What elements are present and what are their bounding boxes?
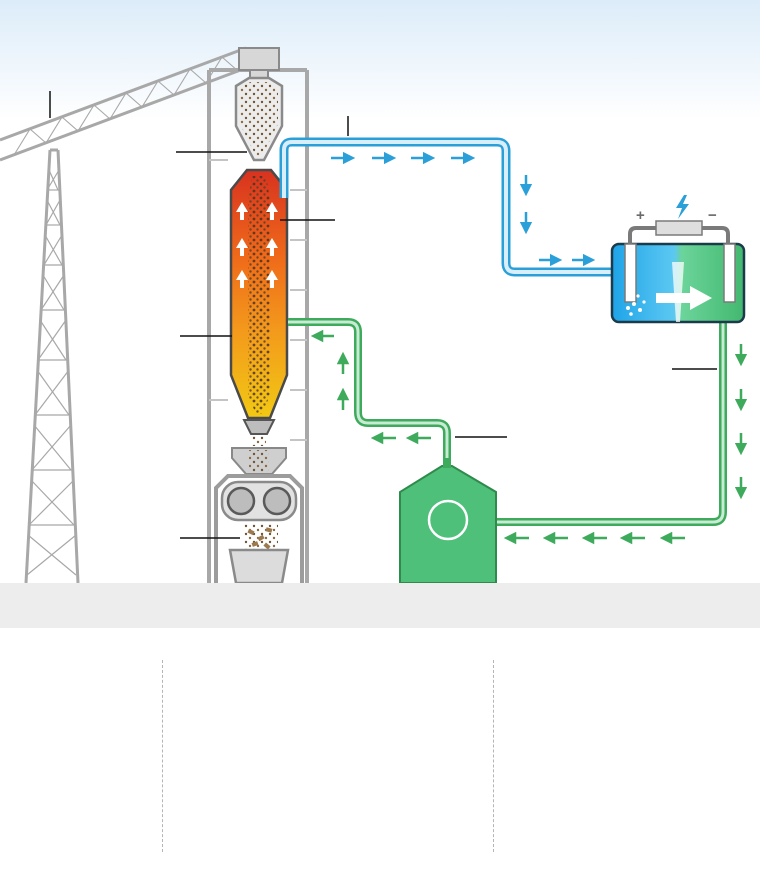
lightning-bolt-icon [676, 195, 689, 219]
reactor-outlet [242, 419, 276, 435]
steam-supply-pipe [496, 322, 727, 526]
conveyor-truss [0, 46, 247, 162]
up-arrow-icon [236, 202, 248, 220]
crusher-roller-right [262, 486, 292, 516]
product-bin [228, 548, 290, 585]
column-divider-left [162, 660, 163, 852]
boiler-porthole [427, 499, 469, 541]
up-arrow-icon [236, 270, 248, 288]
hydrogen-pipe-core [282, 140, 612, 274]
conveyor-tower [24, 148, 80, 584]
hopper-cap [238, 47, 280, 71]
electrolyzer-membrane [672, 262, 684, 322]
terminal-plus-label: + [636, 207, 645, 224]
steam-supply-pipe-core [496, 322, 725, 524]
boiler-neck [443, 458, 451, 468]
hopper-pellets [240, 82, 278, 156]
hydrogen-pipe [279, 137, 612, 277]
crusher-frame [214, 474, 304, 583]
hydrogen-flow-arrows [331, 151, 596, 267]
up-arrow-icon [266, 238, 278, 256]
terminal-minus-label: − [708, 207, 717, 224]
hydrogen-bubbles [626, 294, 646, 316]
steam-flow-arrows [310, 329, 748, 545]
legend-band [0, 583, 760, 628]
crusher-roller-left [226, 486, 256, 516]
gas-rising-arrows [236, 202, 278, 288]
steam-return-pipe-core [288, 320, 449, 462]
column-divider-right [493, 660, 494, 852]
outlet-pellets [252, 436, 266, 446]
process-diagram: + − [0, 0, 760, 585]
sky-background [0, 0, 760, 120]
briquettes [247, 527, 273, 550]
electrolyzer-wire [628, 226, 730, 244]
up-arrow-icon [266, 202, 278, 220]
up-arrow-icon [266, 270, 278, 288]
cathode-electrode [624, 243, 637, 303]
up-arrow-icon [236, 238, 248, 256]
crusher-feed-pellets [249, 450, 269, 472]
right-arrow-icon [656, 286, 712, 310]
reactor-pellets [248, 176, 270, 414]
label-leader-lines [49, 91, 717, 539]
steam-return-pipe [288, 318, 451, 462]
anode-electrode [723, 243, 736, 303]
power-supply [655, 220, 703, 236]
